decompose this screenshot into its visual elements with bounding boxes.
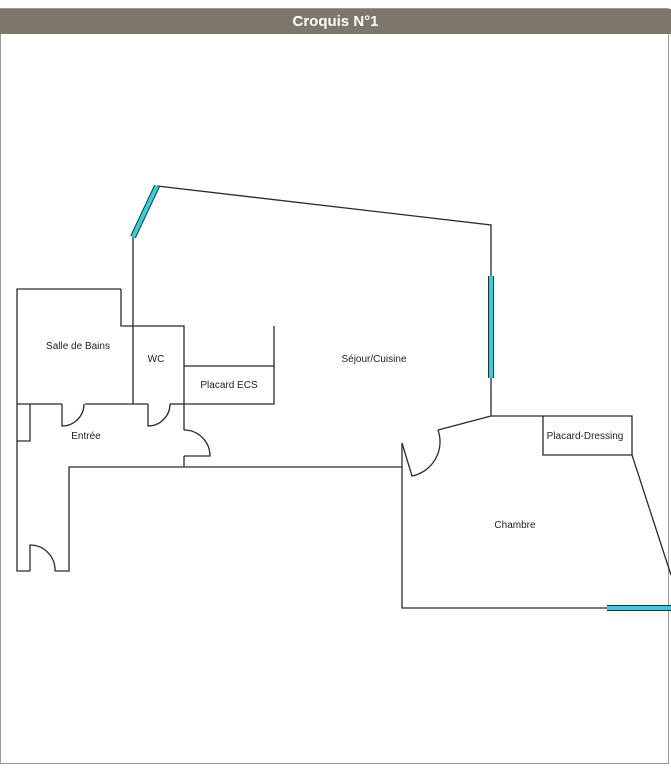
- page-title: Croquis N°1: [0, 9, 671, 34]
- label-chambre: Chambre: [494, 520, 536, 531]
- plan-frame: [0, 8, 669, 764]
- label-salle-de-bains: Salle de Bains: [46, 341, 110, 352]
- door-bath-entree: [61, 403, 85, 427]
- label-entree: Entrée: [71, 431, 101, 442]
- wall-placard-ecs: [184, 365, 275, 405]
- wall-entree-left: [17, 404, 31, 442]
- label-wc: WC: [148, 354, 165, 365]
- label-placard-dressing: Placard-Dressing: [547, 431, 624, 442]
- window-sejour-nw-glass: [131, 185, 159, 238]
- wall-chambre-right: [631, 454, 671, 576]
- wall-chambre-top: [491, 415, 633, 456]
- wall-sejour-top: [156, 185, 492, 431]
- wall-entree-bottom: [55, 466, 402, 572]
- door-wc: [147, 403, 171, 427]
- wall-sejour-outline: [132, 237, 185, 404]
- wall-bathroom: [16, 288, 121, 572]
- door-entree-sejour: [183, 429, 211, 457]
- wall-chambre: [401, 443, 607, 609]
- door-front: [29, 544, 56, 572]
- label-placard-ecs: Placard ECS: [200, 380, 258, 391]
- door-chambre: [401, 429, 441, 477]
- wall-bathroom-right: [120, 289, 133, 327]
- label-sejour-cuisine: Séjour/Cuisine: [341, 354, 406, 365]
